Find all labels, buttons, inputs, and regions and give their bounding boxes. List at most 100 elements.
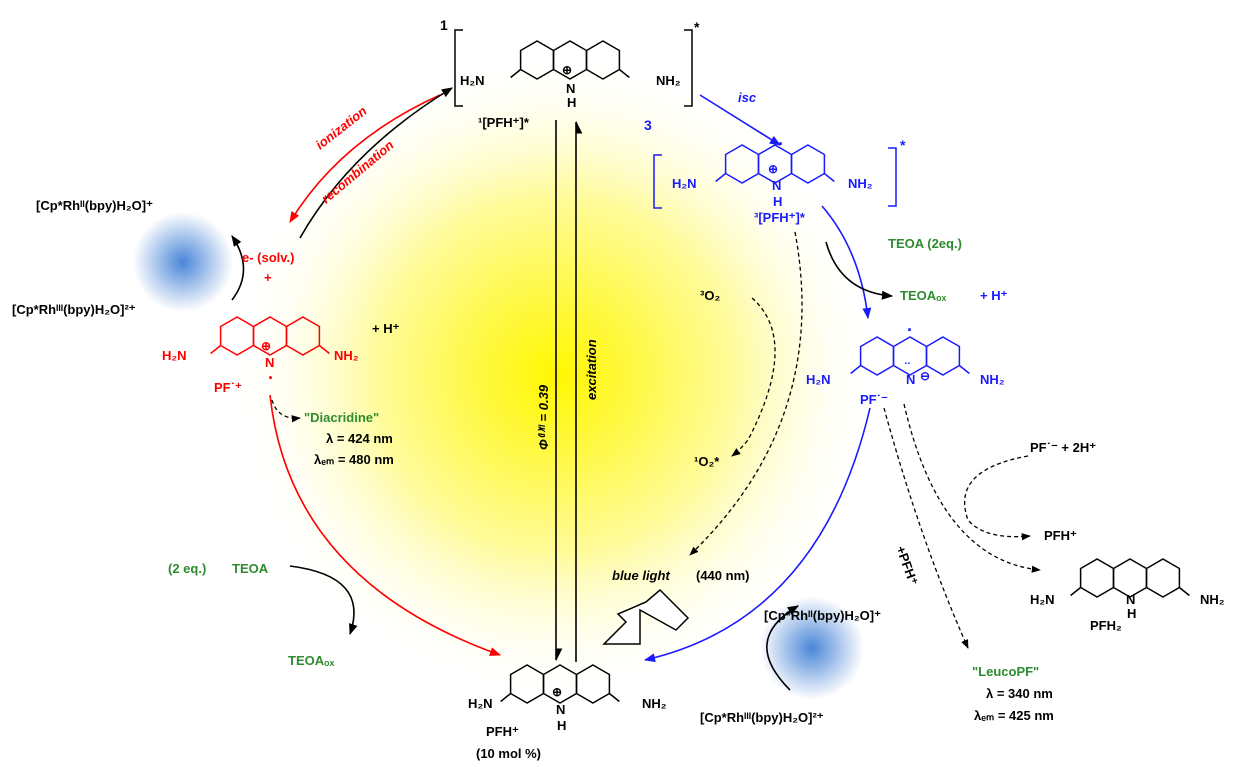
singlet-multiplicity: 1	[440, 17, 448, 33]
singlet-bracket-left	[454, 29, 463, 107]
triplet-h: H	[773, 194, 782, 209]
pfh2-nh2-right: NH₂	[1200, 592, 1225, 607]
rh-bottom-glow	[760, 596, 864, 700]
yellow-glow-background	[230, 50, 880, 700]
triplet-plus: ⊕	[768, 162, 778, 176]
radical-nh2-left: H₂N	[806, 372, 831, 387]
disproportionation-reactants: PF˙⁻ + 2H⁺	[1030, 440, 1096, 455]
teoa-right-proton: + H⁺	[980, 288, 1008, 303]
triplet-to-blue-light-dashed-arrow	[689, 231, 803, 556]
singlet-bracket-right	[684, 29, 693, 107]
teoa-left-arrow	[289, 565, 358, 636]
triplet-n: N	[772, 178, 781, 193]
catalyst-acridine-structure	[500, 664, 620, 704]
triplet-bracket-left	[653, 154, 662, 209]
plus-pfh-label: +PFH⁺	[893, 544, 921, 587]
blue-light-label: blue light	[612, 568, 670, 583]
teoa-left-reagent: TEOA	[232, 561, 269, 576]
catalyst-h: H	[557, 718, 566, 733]
catalyst-label: PFH⁺	[486, 724, 519, 739]
triplet-radical-dot: ·	[778, 134, 784, 154]
leucopf-dashed-arrow	[883, 407, 969, 649]
oxygen-dashed-arrow	[731, 297, 776, 457]
teoa-right-arrow	[825, 241, 894, 300]
rh-left-glow	[133, 212, 233, 312]
leucopf-lambda: λ = 340 nm	[986, 686, 1053, 701]
radical-nh2-right: NH₂	[980, 372, 1005, 387]
red-nh2-right: NH₂	[334, 348, 359, 363]
triplet-multiplicity: 3	[644, 117, 652, 133]
radical-n: N	[906, 372, 915, 387]
catalyst-n: N	[556, 702, 565, 717]
teoa-right-product: TEOAₒₓ	[900, 288, 946, 303]
catalyst-plus: ⊕	[552, 685, 562, 699]
singlet-nh2-left: H₂N	[460, 73, 485, 88]
rh-bottom-rh2: [Cp*Rhᴵᴵ(bpy)H₂O]⁺	[764, 608, 881, 623]
electron-plus: +	[264, 270, 272, 285]
blue-triplet-to-radical-arc	[821, 205, 872, 320]
recombination-arrow	[299, 87, 453, 239]
pfh2-dashed-arrow	[903, 403, 1041, 573]
triplet-label: ³[PFH⁺]*	[754, 210, 806, 225]
excitation-label: excitation	[584, 339, 599, 400]
blue-light-nm: (440 nm)	[696, 568, 749, 583]
singlet-n: N	[566, 81, 575, 96]
red-plus: ⊕	[261, 339, 271, 353]
quantum-yield-label: Φ⁽ᴵ⁾ᶠˡ = 0.39	[536, 384, 551, 450]
diacridine-name: "Diacridine"	[304, 410, 379, 425]
rh-left-arrow	[231, 235, 245, 301]
singlet-plus: ⊕	[562, 63, 572, 77]
triplet-star: *	[900, 137, 906, 153]
blue-radical-to-catalyst-arc	[643, 407, 871, 663]
red-cycle-arc	[269, 394, 502, 656]
triplet-bracket-right	[888, 147, 897, 207]
rh-left-rh2: [Cp*Rhᴵᴵ(bpy)H₂O]⁺	[36, 198, 153, 213]
singlet-acridine-structure	[510, 40, 630, 80]
catalyst-loading: (10 mol %)	[476, 746, 541, 761]
proton-label: + H⁺	[372, 321, 400, 336]
blue-isc-arrow	[699, 94, 781, 146]
singlet-h: H	[567, 95, 576, 110]
radical-anion-acridine-structure	[850, 336, 970, 376]
teoa-right-reagent: TEOA (2eq.)	[888, 236, 962, 251]
pfh2-nh2-left: H₂N	[1030, 592, 1055, 607]
singlet-oxygen-label: ¹O₂*	[694, 454, 720, 469]
radical-anion-label: PF˙⁻	[860, 392, 888, 407]
pfh2-n: N	[1126, 592, 1135, 607]
pfh2-h: H	[1127, 606, 1136, 621]
teoa-left-equiv: (2 eq.)	[168, 561, 206, 576]
triplet-oxygen-label: ³O₂	[700, 288, 720, 303]
triplet-nh2-right: NH₂	[848, 176, 873, 191]
red-radical-dot: ·	[268, 368, 274, 388]
radical-cation-label: PF˙⁺	[214, 380, 242, 395]
rh-bottom-rh3: [Cp*Rhᴵᴵᴵ(bpy)H₂O]²⁺	[700, 710, 824, 725]
isc-label: isc	[738, 90, 757, 105]
diacridine-lambda-em: λₑₘ = 480 nm	[314, 452, 394, 467]
diacridine-lambda: λ = 424 nm	[326, 431, 393, 446]
triplet-acridine-structure	[715, 144, 835, 184]
singlet-nh2-right: NH₂	[656, 73, 681, 88]
diacridine-dashed-arrow	[271, 399, 301, 423]
radical-cation-acridine-structure	[210, 316, 330, 356]
red-nh2-left: H₂N	[162, 348, 187, 363]
disproportionation-dashed-arrow	[963, 455, 1031, 541]
leucopf-lambda-em: λₑₘ = 425 nm	[974, 708, 1054, 723]
electron-label: e- (solv.)	[242, 250, 295, 265]
leucopf-name: "LeucoPF"	[972, 664, 1039, 679]
rh-left-rh3: [Cp*Rhᴵᴵᴵ(bpy)H₂O]²⁺	[12, 302, 136, 317]
catalyst-nh2-left: H₂N	[468, 696, 493, 711]
radical-lone-pair: ¨	[905, 359, 910, 375]
ionization-arrow	[289, 94, 441, 223]
singlet-label: ¹[PFH⁺]*	[478, 115, 530, 130]
pfh2-acridane-structure	[1070, 558, 1190, 598]
singlet-star: *	[694, 19, 700, 35]
blue-light-hollow-arrow	[602, 588, 690, 645]
rh-bottom-arrow	[766, 605, 799, 691]
radical-minus: ⊖	[920, 369, 930, 383]
teoa-left-product: TEOAₒₓ	[288, 653, 334, 668]
triplet-nh2-left: H₂N	[672, 176, 697, 191]
pfh2-label: PFH₂	[1090, 618, 1122, 633]
catalyst-nh2-right: NH₂	[642, 696, 667, 711]
